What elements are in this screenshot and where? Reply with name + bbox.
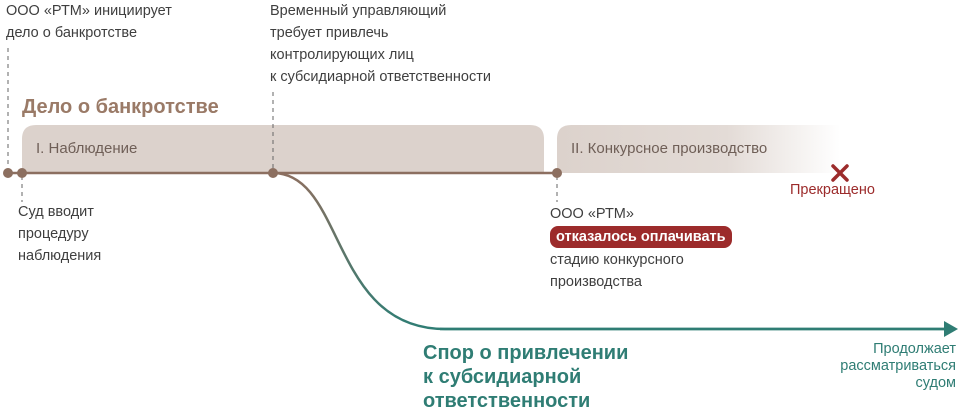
dot-refused <box>552 168 562 178</box>
dot-manager <box>268 168 278 178</box>
event-initiated-line: ООО «РТМ» инициирует <box>6 3 172 19</box>
dispute-curve <box>272 171 945 331</box>
event-manager: Временный управляющий требует привлечь к… <box>270 0 491 88</box>
dot-initiated <box>3 168 13 178</box>
stop-cross-icon <box>831 164 849 182</box>
phase-liquidation-label: II. Конкурсное производство <box>571 140 768 157</box>
dot-observation <box>17 168 27 178</box>
phase-observation-label: I. Наблюдение <box>36 140 138 157</box>
event-observation-line: наблюдения <box>18 248 102 264</box>
event-refused: ООО «РТМ» отказалось оплачивать стадию к… <box>550 203 732 293</box>
dispute-title-line: к субсидиарной <box>423 366 582 388</box>
dispute-title-line: Спор о привлечении <box>423 342 629 364</box>
dispute-status: Продолжает рассматриваться судом <box>840 341 956 392</box>
dispute-status-line: рассматриваться <box>840 358 956 374</box>
case-title: Дело о банкротстве <box>22 96 219 118</box>
event-refused-line: производства <box>550 274 642 290</box>
event-refused-prefix: ООО «РТМ» <box>550 206 634 222</box>
event-observation: Суд вводит процедуру наблюдения <box>18 201 101 267</box>
event-observation-line: Суд вводит <box>18 204 94 220</box>
event-manager-line: контролирующих лиц <box>270 47 414 63</box>
event-manager-line: Временный управляющий <box>270 3 447 19</box>
phase-band-observation <box>22 125 544 173</box>
arrow-head <box>944 321 958 337</box>
stopped-label: Прекращено <box>790 182 875 198</box>
dispute-title: Спор о привлечении к субсидиарной ответс… <box>423 341 628 413</box>
event-observation-line: процедуру <box>18 226 89 242</box>
event-manager-line: требует привлечь <box>270 25 389 41</box>
event-initiated: ООО «РТМ» инициирует дело о банкротстве <box>6 0 172 44</box>
dispute-title-line: ответственности <box>423 390 591 412</box>
dispute-status-line: Продолжает <box>873 341 956 357</box>
event-refused-line: стадию конкурсного <box>550 252 684 268</box>
phase-band-liquidation <box>557 125 840 173</box>
event-initiated-line: дело о банкротстве <box>6 25 138 41</box>
refused-badge: отказалось оплачивать <box>550 226 732 248</box>
event-manager-line: к субсидиарной ответственности <box>270 69 491 85</box>
dispute-status-line: судом <box>915 375 956 391</box>
